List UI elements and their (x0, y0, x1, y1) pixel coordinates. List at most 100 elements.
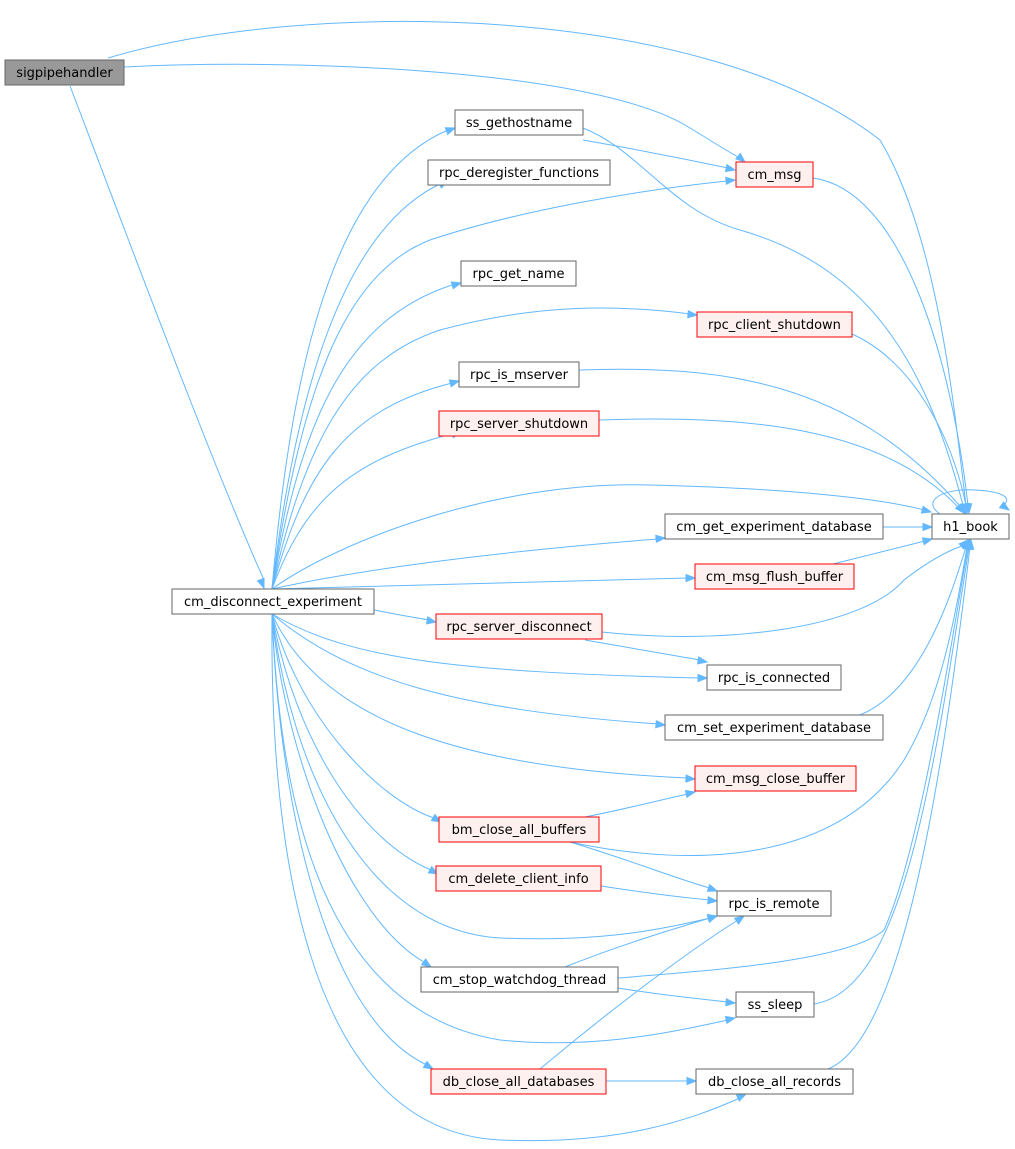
edge-arrowhead (655, 719, 667, 729)
edge-line (827, 546, 971, 1070)
node-box[interactable] (435, 865, 602, 892)
node-sigpipehandler[interactable]: sigpipehandler (4, 59, 125, 86)
edge-arrowhead (724, 163, 737, 173)
node-box[interactable] (706, 664, 842, 691)
node-cm-disconnect-experiment[interactable]: cm_disconnect_experiment (171, 588, 375, 615)
edge-rpc_server_disconnect-to-rpc_is_connected (584, 639, 709, 665)
edge-cm_disconnect_experiment-to-cm_set_experiment_database (271, 613, 667, 729)
edge-cm_disconnect_experiment-to-rpc_is_connected (271, 613, 709, 683)
edge-cm_msg-to-h1_book (812, 177, 973, 515)
node-box[interactable] (696, 311, 853, 338)
edge-cm_msg_flush_buffer-to-h1_book (832, 537, 934, 565)
edge-arrowhead (256, 577, 265, 590)
edge-line (271, 613, 689, 779)
edge-line (271, 180, 728, 590)
edge-line (812, 177, 969, 506)
node-ss-sleep[interactable]: ss_sleep (735, 991, 815, 1018)
edge-line (271, 382, 453, 590)
edge-cm_disconnect_experiment-to-bm_close_all_buffers (271, 613, 443, 823)
edge-arrowhead (735, 1093, 748, 1102)
node-box[interactable] (695, 1068, 854, 1095)
node-box[interactable] (694, 765, 857, 792)
node-box[interactable] (427, 159, 611, 186)
node-label: rpc_deregister_functions (439, 166, 599, 181)
node-cm-get-experiment-database[interactable]: cm_get_experiment_database (664, 513, 884, 540)
edge-line (859, 546, 967, 716)
node-box[interactable] (716, 890, 832, 917)
edge-line (569, 841, 711, 889)
node-rpc-deregister-functions[interactable]: rpc_deregister_functions (427, 159, 611, 186)
node-label: rpc_is_remote (729, 897, 820, 912)
node-rpc-is-connected[interactable]: rpc_is_connected (706, 664, 842, 691)
node-box[interactable] (4, 59, 125, 86)
node-box[interactable] (460, 260, 577, 287)
edge-cm_disconnect_experiment-to-db_close_all_records (271, 613, 748, 1142)
edge-db_close_all_databases-to-db_close_all_records (606, 1076, 698, 1086)
node-box[interactable] (664, 714, 884, 741)
edge-arrowhead (922, 522, 934, 532)
edge-sigpipehandler-to-cm_msg (123, 63, 747, 163)
edge-arrowhead (706, 914, 719, 923)
edge-cm_delete_client_info-to-rpc_is_remote (600, 885, 719, 905)
node-cm-msg-close-buffer[interactable]: cm_msg_close_buffer (694, 765, 857, 792)
node-box[interactable] (438, 410, 600, 437)
node-h1-book[interactable]: h1_book (931, 513, 1010, 540)
node-ss-gethostname[interactable]: ss_gethostname (454, 109, 584, 136)
node-label: cm_msg_flush_buffer (706, 570, 844, 585)
node-label: db_close_all_records (708, 1075, 841, 1090)
edge-arrowhead (684, 789, 697, 799)
node-box[interactable] (438, 816, 600, 843)
edge-line (851, 333, 967, 506)
node-rpc-is-remote[interactable]: rpc_is_remote (716, 890, 832, 917)
edge-cm_disconnect_experiment-to-rpc_get_name (271, 281, 463, 590)
node-box[interactable] (735, 161, 814, 188)
node-box[interactable] (420, 966, 619, 993)
node-cm-delete-client-info[interactable]: cm_delete_client_info (435, 865, 602, 892)
node-label: cm_disconnect_experiment (184, 595, 362, 610)
node-bm-close-all-buffers[interactable]: bm_close_all_buffers (438, 816, 600, 843)
node-rpc-server-shutdown[interactable]: rpc_server_shutdown (438, 410, 600, 437)
node-box[interactable] (435, 613, 603, 640)
edge-arrowhead (725, 997, 737, 1007)
node-cm-msg[interactable]: cm_msg (735, 161, 814, 188)
node-rpc-server-disconnect[interactable]: rpc_server_disconnect (435, 613, 603, 640)
edge-arrowhead (707, 895, 719, 905)
node-rpc-client-shutdown[interactable]: rpc_client_shutdown (696, 311, 853, 338)
node-box[interactable] (458, 361, 580, 388)
node-label: cm_msg (748, 168, 802, 183)
edge-cm_stop_watchdog_thread-to-rpc_is_remote (564, 914, 719, 968)
node-box[interactable] (931, 513, 1010, 540)
node-rpc-is-mserver[interactable]: rpc_is_mserver (458, 361, 580, 388)
edge-line (600, 885, 711, 901)
node-db-close-all-records[interactable]: db_close_all_records (695, 1068, 854, 1095)
node-box[interactable] (735, 991, 815, 1018)
edge-ss_gethostname-to-cm_msg (582, 139, 737, 173)
node-label: rpc_server_shutdown (450, 417, 588, 432)
node-cm-stop-watchdog-thread[interactable]: cm_stop_watchdog_thread (420, 966, 619, 993)
edge-rpc_is_mserver-to-h1_book (578, 368, 966, 515)
edge-cm_disconnect_experiment-to-rpc_server_shutdown (271, 430, 463, 590)
edge-cm_disconnect_experiment-to-ss_sleep (271, 613, 737, 1044)
edge-arrowhead (687, 309, 699, 319)
node-box[interactable] (171, 588, 375, 615)
edge-db_close_all_records-to-h1_book (827, 538, 975, 1070)
edge-arrowhead (921, 537, 934, 546)
node-cm-set-experiment-database[interactable]: cm_set_experiment_database (664, 714, 884, 741)
edge-line (271, 613, 729, 1044)
edge-arrowhead (685, 573, 697, 583)
edge-sigpipehandler-to-cm_disconnect_experiment (69, 85, 265, 590)
edge-db_close_all_databases-to-rpc_is_remote (539, 915, 746, 1070)
edge-line (271, 484, 925, 590)
node-cm-msg-flush-buffer[interactable]: cm_msg_flush_buffer (694, 563, 855, 590)
edge-arrowhead (725, 176, 737, 186)
node-label: bm_close_all_buffers (452, 823, 587, 838)
node-box[interactable] (430, 1068, 607, 1095)
node-layer: sigpipehandlercm_disconnect_experimentss… (4, 59, 1010, 1095)
edge-arrowhead (724, 1015, 737, 1025)
node-box[interactable] (694, 563, 855, 590)
edge-line (271, 613, 659, 725)
node-box[interactable] (664, 513, 884, 540)
node-box[interactable] (454, 109, 584, 136)
node-db-close-all-databases[interactable]: db_close_all_databases (430, 1068, 607, 1095)
node-rpc-get-name[interactable]: rpc_get_name (460, 260, 577, 287)
